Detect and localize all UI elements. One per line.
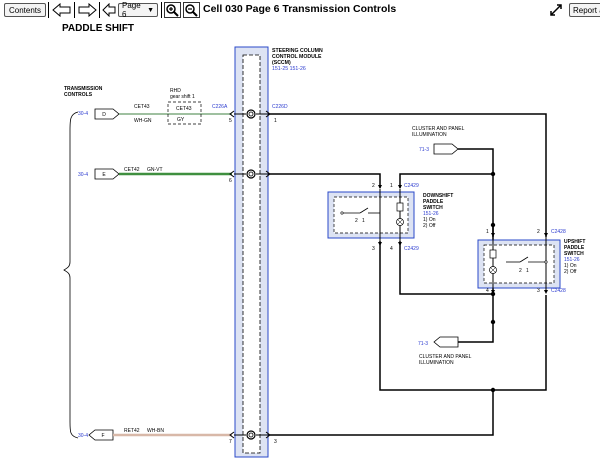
switch-position: 2 xyxy=(519,268,522,274)
switch-position: 1 xyxy=(362,218,365,224)
pin-label: 2 xyxy=(372,183,375,189)
cluster-label: CLUSTER AND PANEL xyxy=(419,354,472,360)
cluster-label: ILLUMINATION xyxy=(412,132,447,138)
downshift-reference[interactable]: 151-26 xyxy=(423,211,439,217)
rhd-option-box xyxy=(167,101,202,125)
rhd-label: RHD xyxy=(170,88,181,94)
pin-e-label: E xyxy=(102,172,106,178)
page-title: Cell 030 Page 6 Transmission Controls xyxy=(203,3,397,15)
ref-71-3-link[interactable]: 71-3 xyxy=(418,341,428,347)
upshift-on: 1) On xyxy=(564,263,577,269)
wire-circuit-label: CET42 xyxy=(124,167,140,173)
report-button[interactable]: Report a xyxy=(569,3,600,17)
transmission-brace xyxy=(63,111,79,439)
cluster-connector xyxy=(433,143,459,155)
wire-color-label: WH-GN xyxy=(134,118,152,124)
contents-button[interactable]: Contents xyxy=(4,3,46,17)
sccm-module xyxy=(234,46,269,458)
wire-circuit-label: RET42 xyxy=(124,428,140,434)
rhd-label: gear shift 1 xyxy=(170,94,195,100)
forward-arrow-icon[interactable] xyxy=(78,2,97,18)
cluster-label: ILLUMINATION xyxy=(419,360,454,366)
rhd-circuit: CET43 xyxy=(176,106,192,112)
upshift-off: 2) Off xyxy=(564,269,577,275)
downshift-lamp-icon xyxy=(396,202,404,226)
pin-label: 1 xyxy=(390,183,393,189)
downshift-label: SWITCH xyxy=(423,205,443,211)
connector-c226d: C226D xyxy=(272,104,288,110)
connector-c2429: C2429 xyxy=(404,183,419,189)
downshift-off: 2) Off xyxy=(423,223,436,229)
upshift-reference[interactable]: 151-26 xyxy=(564,257,580,263)
connector-d xyxy=(94,108,120,120)
rhd-color: GY xyxy=(177,117,185,123)
sccm-label: (SCCM) xyxy=(272,60,291,66)
cluster-label: CLUSTER AND PANEL xyxy=(412,126,465,132)
toolbar-separator xyxy=(161,2,162,18)
pin-label: 3 xyxy=(274,439,277,445)
downshift-label: PADDLE xyxy=(423,199,444,205)
pin-label: 5 xyxy=(229,118,232,124)
pin-label: 1 xyxy=(274,118,277,124)
chevron-down-icon: ▼ xyxy=(147,6,154,14)
connector-c226a: C226A xyxy=(212,104,228,110)
upshift-label: UPSHIFT xyxy=(564,239,585,245)
pin-label: 7 xyxy=(229,439,232,445)
sccm-label: STEERING COLUMN xyxy=(272,48,323,54)
transmission-label: CONTROLS xyxy=(64,92,93,98)
upshift-contact-icon xyxy=(506,256,548,264)
pin-d-label: D xyxy=(102,112,106,118)
pin-label: 2 xyxy=(537,229,540,235)
zoom-out-icon[interactable] xyxy=(183,2,200,18)
toolbar: Contents Page 6 ▼ Cell 030 Page 6 Transm… xyxy=(0,0,600,20)
cluster-connector xyxy=(433,336,459,348)
back-arrow-icon[interactable] xyxy=(52,2,71,18)
switch-position: 1 xyxy=(526,268,529,274)
pin-label: 1 xyxy=(486,229,489,235)
pin-label: 3 xyxy=(372,246,375,252)
sccm-reference[interactable]: 151-25 151-26 xyxy=(272,66,306,72)
page-select[interactable]: Page 6 ▼ xyxy=(118,1,158,19)
zoom-in-icon[interactable] xyxy=(164,2,181,18)
switch-position: 2 xyxy=(355,218,358,224)
page-select-value: Page 6 xyxy=(122,1,141,19)
wire-to-upshift xyxy=(270,113,547,237)
pin-label: 6 xyxy=(229,178,232,184)
pin-label: 4 xyxy=(486,288,489,294)
toolbar-separator xyxy=(74,2,75,18)
wire-return xyxy=(270,295,547,436)
upshift-label: PADDLE xyxy=(564,245,585,251)
transmission-label: TRANSMISSION xyxy=(64,86,103,92)
ref-30-4-link[interactable]: 30-4 xyxy=(78,433,88,439)
connector-f xyxy=(88,429,114,441)
upshift-lamp-icon xyxy=(489,249,497,274)
connector-c2428: C2428 xyxy=(551,288,566,294)
page-prev-arrow-icon[interactable] xyxy=(102,2,116,18)
connector-c2428: C2428 xyxy=(551,229,566,235)
toolbar-separator xyxy=(99,2,100,18)
ref-30-4-link[interactable]: 30-4 xyxy=(78,172,88,178)
illumination-wire xyxy=(458,148,494,322)
sccm-label: CONTROL MODULE xyxy=(272,54,322,60)
wire-circuit-label: CET43 xyxy=(134,104,150,110)
downshift-label: DOWNSHIFT xyxy=(423,193,453,199)
connector-c2429: C2429 xyxy=(404,246,419,252)
pin-label: 3 xyxy=(537,288,540,294)
pin-f-label: F xyxy=(101,433,104,439)
downshift-on: 1) On xyxy=(423,217,436,223)
wire-color-label: GN-VT xyxy=(147,167,163,173)
connector-e xyxy=(94,168,120,180)
ref-30-4-link[interactable]: 30-4 xyxy=(78,111,88,117)
wire-to-downshift xyxy=(270,173,381,188)
upshift-label: SWITCH xyxy=(564,251,584,257)
section-heading: PADDLE SHIFT xyxy=(62,23,135,34)
pin-label: 4 xyxy=(390,246,393,252)
ref-71-3-link[interactable]: 71-3 xyxy=(419,147,429,153)
expand-icon[interactable] xyxy=(549,3,563,17)
downshift-contact-icon xyxy=(340,207,380,215)
toolbar-separator xyxy=(48,2,49,18)
wire-color-label: WH-BN xyxy=(147,428,164,434)
